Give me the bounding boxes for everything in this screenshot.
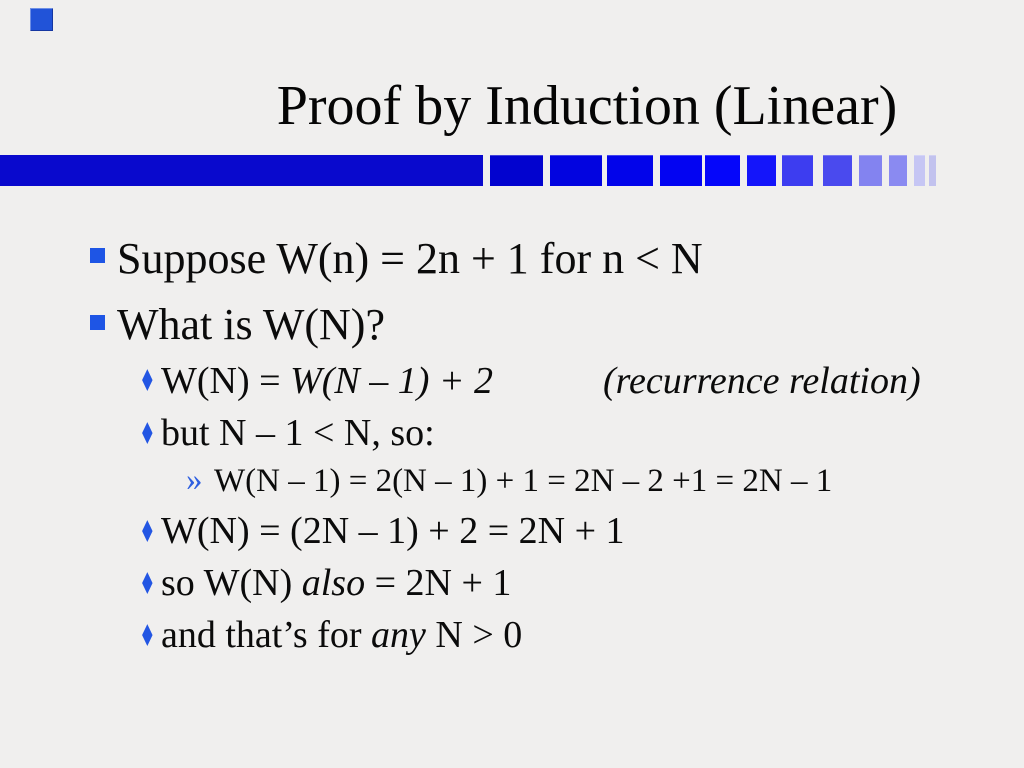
bar-segment [929,155,936,186]
line-text: so W(N) also = 2N + 1 [161,561,511,606]
formula-tail: N > 0 [425,614,523,656]
diamond-bullet-icon: ♦ [139,417,156,452]
slide-title: Proof by Induction (Linear) [276,75,898,137]
bar-segment [823,155,852,186]
square-bullet-icon [90,315,105,330]
formula-lead: and that’s for [161,614,372,656]
bar-segment [490,155,543,186]
formula-italic: W(N – 1) + 2 [290,360,494,402]
square-bullet-icon [90,248,105,263]
line-text: and that’s for any N > 0 [161,613,522,658]
bar-segment [889,155,907,186]
line-text: W(N) = W(N – 1) + 2 [161,359,493,404]
bar-segment [660,155,702,186]
line-text: W(N) = (2N – 1) + 2 = 2N + 1 [161,510,625,552]
line-text: What is W(N)? [117,300,385,349]
chevron-bullet-icon: » [186,462,203,498]
formula-lead: so W(N) [161,562,302,604]
bar-segment [859,155,882,186]
formula-lead: W(N) = [161,360,291,402]
bar-segment [914,155,925,186]
word-italic: also [301,562,366,604]
diamond-bullet-icon: ♦ [139,619,156,654]
diamond-bullet-icon: ♦ [139,364,156,399]
line-text: Suppose W(n) = 2n + 1 for n < N [117,234,703,283]
divider-bar [0,155,1024,186]
bar-segment [607,155,653,186]
bar-segment [705,155,740,186]
recurrence-comment: (recurrence relation) [603,360,921,402]
bar-segment [782,155,813,186]
formula-tail: = 2N + 1 [365,562,512,604]
divider-bar-solid [0,155,483,186]
blue-square-icon [30,8,53,31]
line-text: W(N – 1) = 2(N – 1) + 1 = 2N – 2 +1 = 2N… [214,463,833,499]
bar-segment [550,155,602,186]
bar-segment [747,155,776,186]
diamond-bullet-icon: ♦ [139,515,156,550]
line-text: but N – 1 < N, so: [161,412,435,454]
word-italic: any [371,614,426,656]
diamond-bullet-icon: ♦ [139,567,156,602]
